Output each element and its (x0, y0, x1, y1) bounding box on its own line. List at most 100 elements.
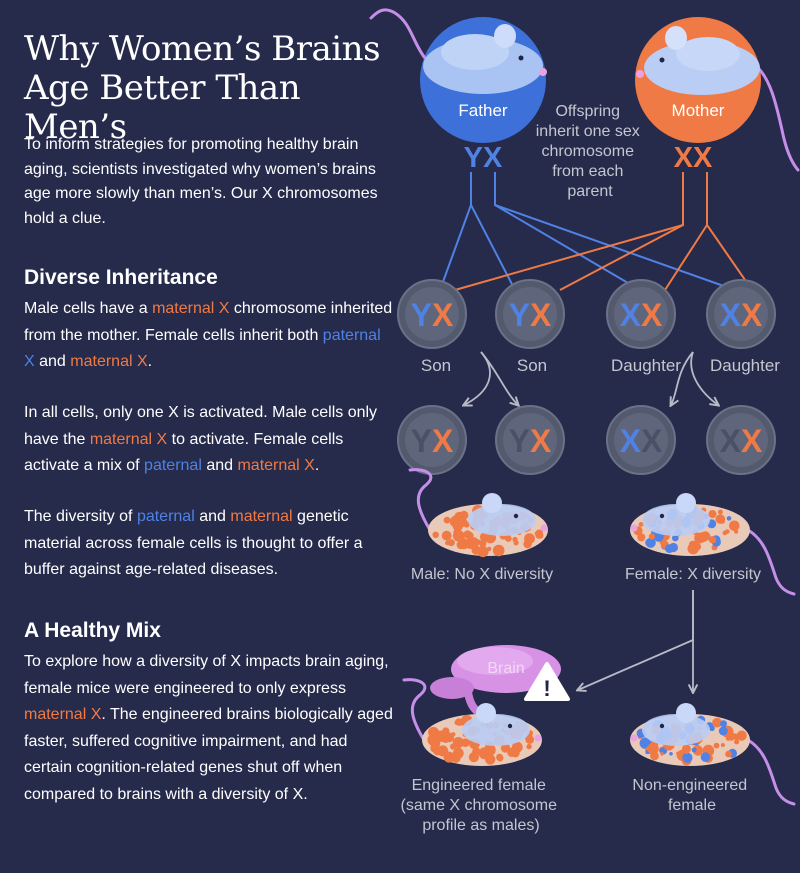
title-line-2: Age Better Than Men’s (24, 68, 301, 147)
mouse-tail (746, 738, 796, 806)
svg-text:XX: XX (720, 423, 763, 459)
page-title: Why Women’s Brains Age Better Than Men’s (24, 30, 404, 147)
maternal-cell-spot (535, 529, 544, 538)
paternal-cell-spot (726, 516, 732, 521)
mouse-ear (676, 703, 696, 723)
active-cell-male-1: YX (397, 405, 467, 475)
maternal-cell-spot (708, 510, 717, 518)
mouse-eye (518, 55, 524, 61)
maternal-cell-spot (452, 747, 464, 759)
chromosome-x-active: X (741, 423, 763, 459)
experiment-arrows (578, 590, 693, 692)
engineered-caption: Engineered female (same X chromosome pro… (401, 777, 562, 834)
active-cells: YX YX XX XX (397, 405, 776, 475)
mouse-tail (402, 678, 427, 742)
offspring-cell-son-2: YX (495, 279, 565, 349)
mouse-nose (630, 524, 638, 532)
maternal-cell-spot (660, 752, 664, 756)
active-cell-male-2: YX (495, 405, 565, 475)
activation-arrows (464, 351, 718, 405)
svg-text:YX: YX (509, 423, 552, 459)
maternal-cell-spot (523, 539, 532, 549)
maternal-cell-spot (661, 540, 667, 546)
offspring-note-line: from each (552, 163, 623, 180)
offspring-label: Daughter (710, 356, 780, 375)
maternal-cell-spot (717, 509, 723, 515)
paternal-cell-spot (672, 534, 679, 542)
maternal-cell-spot (507, 747, 517, 757)
chromosome-y-inactive: Y (509, 423, 530, 459)
maternal-cell-spot (435, 730, 447, 742)
maternal-cell-spot (725, 750, 732, 758)
nonengineered-caption-line: female (668, 797, 716, 814)
maternal-highlight: maternal (230, 508, 293, 525)
mouse-eye (513, 513, 519, 519)
mouse-tail (746, 528, 796, 596)
mouse-head (462, 714, 530, 746)
chromosome-x-inactive: X (641, 423, 663, 459)
arrow (480, 351, 518, 405)
mouse-ear (494, 24, 516, 48)
text-run: genetic material across female cells is … (24, 508, 363, 578)
text-run: . (314, 457, 320, 474)
male-caption: Male: No X diversity (411, 566, 553, 583)
father-label: Father (458, 101, 507, 120)
father-chromosomes: YX (464, 142, 503, 174)
paternal-highlight: paternal (144, 457, 202, 474)
mouse-tail (369, 8, 427, 60)
maternal-cell-spot (433, 747, 442, 756)
maternal-cell-spot (715, 514, 726, 524)
warning-icon: ! (524, 662, 570, 701)
chromosome-x-active: X (530, 423, 552, 459)
engineered-caption-line: (same X chromosome (401, 797, 558, 814)
mouse-tail (408, 468, 433, 532)
mouse-head (642, 714, 710, 746)
maternal-cell-spot (484, 744, 496, 756)
chromosome-x: X (432, 297, 454, 333)
maternal-cell-spot (684, 750, 689, 754)
section-heading-diverse-inheritance: Diverse Inheritance (24, 266, 218, 289)
female-caption: Female: X diversity (625, 566, 761, 583)
chromosome-x-inactive: X (720, 423, 742, 459)
mouse-head (642, 504, 710, 536)
text-run: The diversity of (24, 508, 137, 525)
non-engineered-female-mouse (630, 703, 796, 806)
maternal-highlight: maternal X (24, 706, 102, 723)
maternal-cell-spot (441, 530, 452, 541)
maternal-cell-spot (467, 537, 480, 549)
offspring-note-line: parent (567, 183, 613, 200)
maternal-cell-spot (447, 539, 455, 547)
maternal-cell-spot (498, 757, 503, 762)
offspring-label: Daughter (611, 356, 681, 375)
maternal-cell-spot (452, 521, 463, 532)
mouse-ear (482, 493, 502, 513)
maternal-cell-spot (648, 533, 655, 540)
mother-node: Mother XX (635, 17, 800, 174)
warning-symbol: ! (543, 676, 550, 701)
maternal-cell-spot (479, 532, 490, 542)
chromosome-x-maternal: X (641, 297, 663, 333)
father-x-line (494, 172, 736, 291)
paternal-cell-spot (700, 752, 711, 762)
maternal-cell-spot (526, 743, 532, 750)
maternal-cell-spot (736, 730, 747, 741)
inheritance-paragraph: Male cells have a maternal X chromosome … (24, 296, 394, 376)
arrow (464, 351, 491, 405)
maternal-highlight: maternal X (70, 353, 148, 370)
father-y-line (439, 172, 472, 291)
svg-text:YX: YX (509, 297, 552, 333)
mouse-eye (659, 513, 665, 519)
inheritance-lines (439, 172, 753, 291)
active-cell-female-2: XX (706, 405, 776, 475)
maternal-cell-spot (443, 751, 455, 763)
maternal-cell-spot (497, 549, 502, 554)
engineered-female-mouse (402, 678, 542, 766)
maternal-cell-spot (689, 540, 696, 548)
maternal-cell-spot (481, 539, 487, 545)
maternal-cell-spot (463, 539, 470, 545)
offspring-note-line: chromosome (542, 143, 635, 160)
experiment-paragraph: To explore how a diversity of X impacts … (24, 649, 394, 808)
chromosome-y: Y (509, 297, 530, 333)
mother-mouse (636, 26, 800, 172)
mother-chromosome-x1: X (674, 142, 694, 174)
